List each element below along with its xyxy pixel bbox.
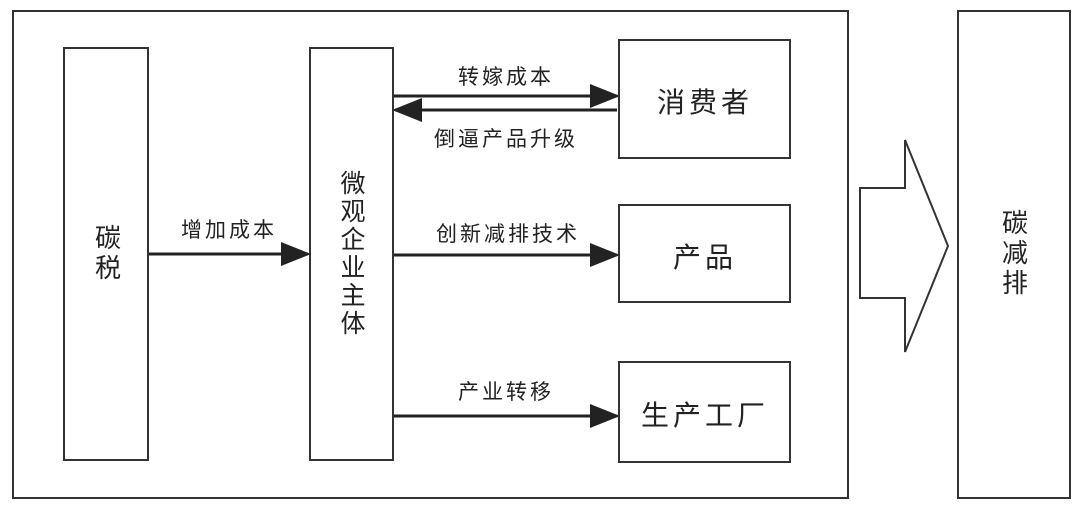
edge-label-innovation: 创新减排技术 — [436, 222, 580, 246]
node-product-label: 产品 — [672, 241, 738, 274]
node-carbon-tax-label: 碳税 — [90, 224, 121, 284]
edge-label-pass-cost: 转嫁成本 — [458, 65, 554, 89]
edge-label-industry-transfer: 产业转移 — [458, 380, 554, 404]
node-carbon-tax — [63, 47, 149, 461]
node-carbon-reduction-label: 碳减排 — [997, 209, 1028, 299]
big-right-arrow — [859, 139, 950, 353]
node-consumer-label: 消费者 — [656, 86, 754, 119]
outer-frame — [12, 10, 849, 499]
node-carbon-reduction — [957, 10, 1071, 499]
node-factory-label: 生产工厂 — [640, 399, 770, 432]
edge-label-increase-cost: 增加成本 — [181, 218, 277, 242]
edge-label-force-upgrade: 倒逼产品升级 — [434, 127, 578, 151]
node-enterprise-label: 微观企业主体 — [337, 170, 366, 338]
